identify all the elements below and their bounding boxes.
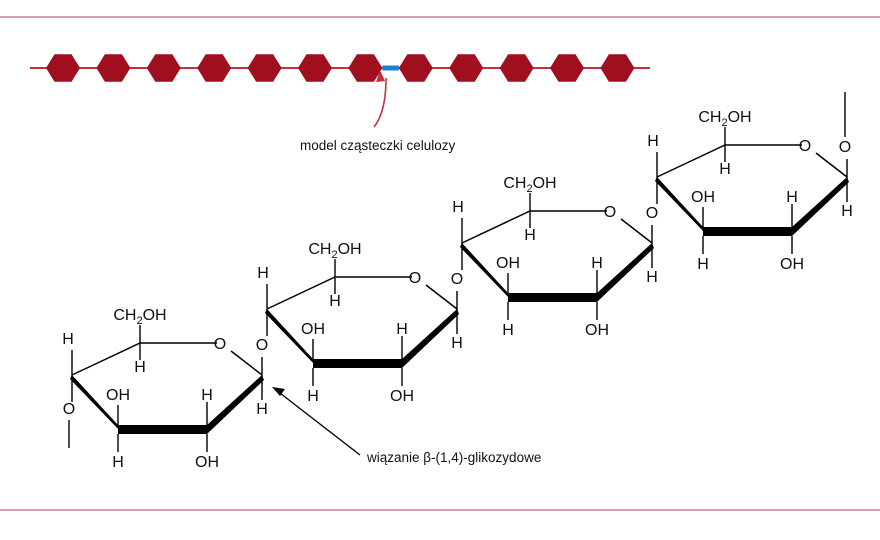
ch2-text: CH — [698, 109, 721, 126]
subscript-2: 2 — [721, 117, 727, 129]
hydroxyl-c3: OH — [301, 321, 325, 338]
hydroxyl-c3: OH — [106, 387, 130, 404]
subscript-2: 2 — [526, 183, 532, 195]
hydrogen-c5: H — [719, 161, 731, 178]
hydrogen-c2: H — [591, 255, 603, 272]
hydrogen-c3: H — [307, 388, 319, 405]
ring-bond — [425, 284, 458, 310]
chain-bead — [348, 54, 383, 82]
glycosidic-oxygen: O — [839, 139, 851, 156]
ch2oh-label: CH2OH — [698, 109, 751, 129]
model-arrow-head — [376, 70, 385, 82]
chain-bead — [550, 54, 584, 82]
ch2oh-label: CH2OH — [308, 241, 361, 261]
cellulose-chain-model — [30, 54, 650, 82]
ring-bond — [620, 218, 653, 244]
ch2-text: CH — [308, 241, 331, 258]
glycosidic-oxygen: O — [63, 401, 75, 418]
ring-wedge — [207, 375, 264, 434]
hydrogen-c4: H — [62, 331, 74, 348]
chain-bead — [197, 54, 232, 82]
hydroxyl-c2: OH — [780, 256, 804, 273]
ring-bond — [230, 350, 263, 376]
ch2-text: CH — [503, 175, 526, 192]
ring-wedge — [402, 309, 459, 368]
hydrogen-c1: H — [646, 269, 658, 286]
hydrogen-c2: H — [396, 321, 408, 338]
ring-wedge — [597, 243, 654, 302]
model-arrow — [373, 77, 387, 128]
hydroxyl-c3: OH — [691, 189, 715, 206]
ring-oxygen: O — [604, 204, 616, 221]
bond-arrow-head — [272, 387, 285, 396]
glycosidic-oxygen: O — [646, 205, 658, 222]
hydroxyl-c2: OH — [585, 322, 609, 339]
chain-bead — [298, 54, 332, 82]
hydrogen-c1: H — [841, 203, 853, 220]
ring-oxygen: O — [214, 336, 226, 353]
chain-bead — [398, 54, 433, 82]
subscript-2: 2 — [331, 249, 337, 261]
chain-bead — [46, 54, 80, 82]
hydrogen-c3: H — [697, 256, 709, 273]
hydrogen-c4: H — [647, 133, 659, 150]
hydroxyl-c2: OH — [195, 454, 219, 471]
glycosidic-oxygen: O — [256, 337, 268, 354]
ring-wedge — [70, 375, 121, 432]
chain-bead — [146, 54, 181, 82]
ring-wedge — [265, 309, 316, 366]
chain-bead — [499, 54, 534, 82]
chain-bead — [600, 54, 635, 82]
ring-oxygen: O — [799, 138, 811, 155]
model-caption: model cząsteczki celulozy — [300, 138, 456, 153]
bond-label: wiązanie β-(1,4)-glikozydowe — [366, 450, 541, 465]
ring-wedge — [655, 177, 706, 234]
oh-text: OH — [338, 241, 362, 258]
ch2-text: CH — [113, 307, 136, 324]
oh-text: OH — [728, 109, 752, 126]
ring-bold-bond — [118, 425, 207, 434]
hydrogen-c3: H — [112, 454, 124, 471]
hydrogen-c1: H — [256, 401, 268, 418]
hydrogen-c4: H — [257, 265, 269, 282]
hydroxyl-c3: OH — [496, 255, 520, 272]
hydrogen-c3: H — [502, 322, 514, 339]
chain-bead — [96, 54, 131, 82]
glycosidic-oxygen: O — [451, 271, 463, 288]
oh-text: OH — [533, 175, 557, 192]
bond-arrow — [275, 389, 361, 456]
hydrogen-c5: H — [329, 293, 341, 310]
hydrogen-c2: H — [201, 387, 213, 404]
ch2oh-label: CH2OH — [503, 175, 556, 195]
hydrogen-c4: H — [452, 199, 464, 216]
ring-wedge — [460, 243, 511, 300]
oh-text: OH — [143, 307, 167, 324]
chain-bead — [449, 54, 484, 82]
chain-bead — [247, 54, 282, 82]
ring-bold-bond — [703, 227, 792, 236]
hydrogen-c1: H — [451, 335, 463, 352]
hydrogen-c5: H — [524, 227, 536, 244]
hydrogen-c5: H — [134, 359, 146, 376]
hydroxyl-c2: OH — [390, 388, 414, 405]
ring-bold-bond — [508, 293, 597, 302]
hydrogen-c2: H — [786, 189, 798, 206]
ring-bond — [815, 152, 848, 178]
ring-bold-bond — [313, 359, 402, 368]
ch2oh-label: CH2OH — [113, 307, 166, 327]
subscript-2: 2 — [136, 315, 142, 327]
ring-oxygen: O — [409, 270, 421, 287]
ring-wedge — [792, 177, 849, 236]
glucose-units: CH2OHOHHOHHHOHHCH2OHOHHOHHHOHHCH2OHOHHOH… — [62, 92, 853, 471]
